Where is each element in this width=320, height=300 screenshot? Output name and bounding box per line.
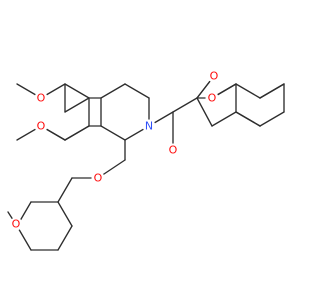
singles-37 [211, 111, 237, 127]
svg-text:O: O [37, 92, 46, 105]
atom-label-o3: O [166, 143, 180, 157]
svg-text:O: O [210, 70, 219, 83]
singles-13 [64, 97, 90, 113]
singles-20 [57, 201, 73, 227]
singles-5 [124, 83, 150, 99]
svg-text:O: O [12, 218, 21, 231]
singles-2 [64, 83, 90, 99]
doubles-2 [64, 125, 90, 141]
doubles-6 [259, 83, 285, 99]
atom-label-o4: O [91, 171, 105, 185]
bond-layer [7, 75, 285, 251]
atom-label-o1: O [34, 91, 48, 105]
svg-text:O: O [169, 144, 178, 157]
singles-23 [16, 225, 32, 251]
molecule-structure: O O N O O O O O [7, 69, 285, 251]
atom-label-n1: N [142, 119, 156, 133]
singles-38 [196, 97, 213, 127]
atom-label-o5: O [9, 217, 23, 231]
singles-28 [172, 97, 198, 113]
singles-21 [57, 225, 73, 251]
singles-19 [57, 177, 73, 203]
svg-text:O: O [37, 120, 46, 133]
singles-31 [235, 83, 261, 99]
atom-label-o2: O [34, 119, 48, 133]
atom-label-o6: O [205, 91, 219, 105]
singles-8 [100, 125, 126, 141]
atom-label-o7: O [207, 69, 221, 83]
svg-text:O: O [94, 172, 103, 185]
singles-4 [100, 83, 126, 99]
svg-text:N: N [145, 120, 153, 133]
atom-label-layer: O O N O O O O O [9, 69, 221, 231]
doubles-7 [235, 111, 261, 127]
singles-34 [259, 111, 285, 127]
svg-text:O: O [208, 92, 217, 105]
